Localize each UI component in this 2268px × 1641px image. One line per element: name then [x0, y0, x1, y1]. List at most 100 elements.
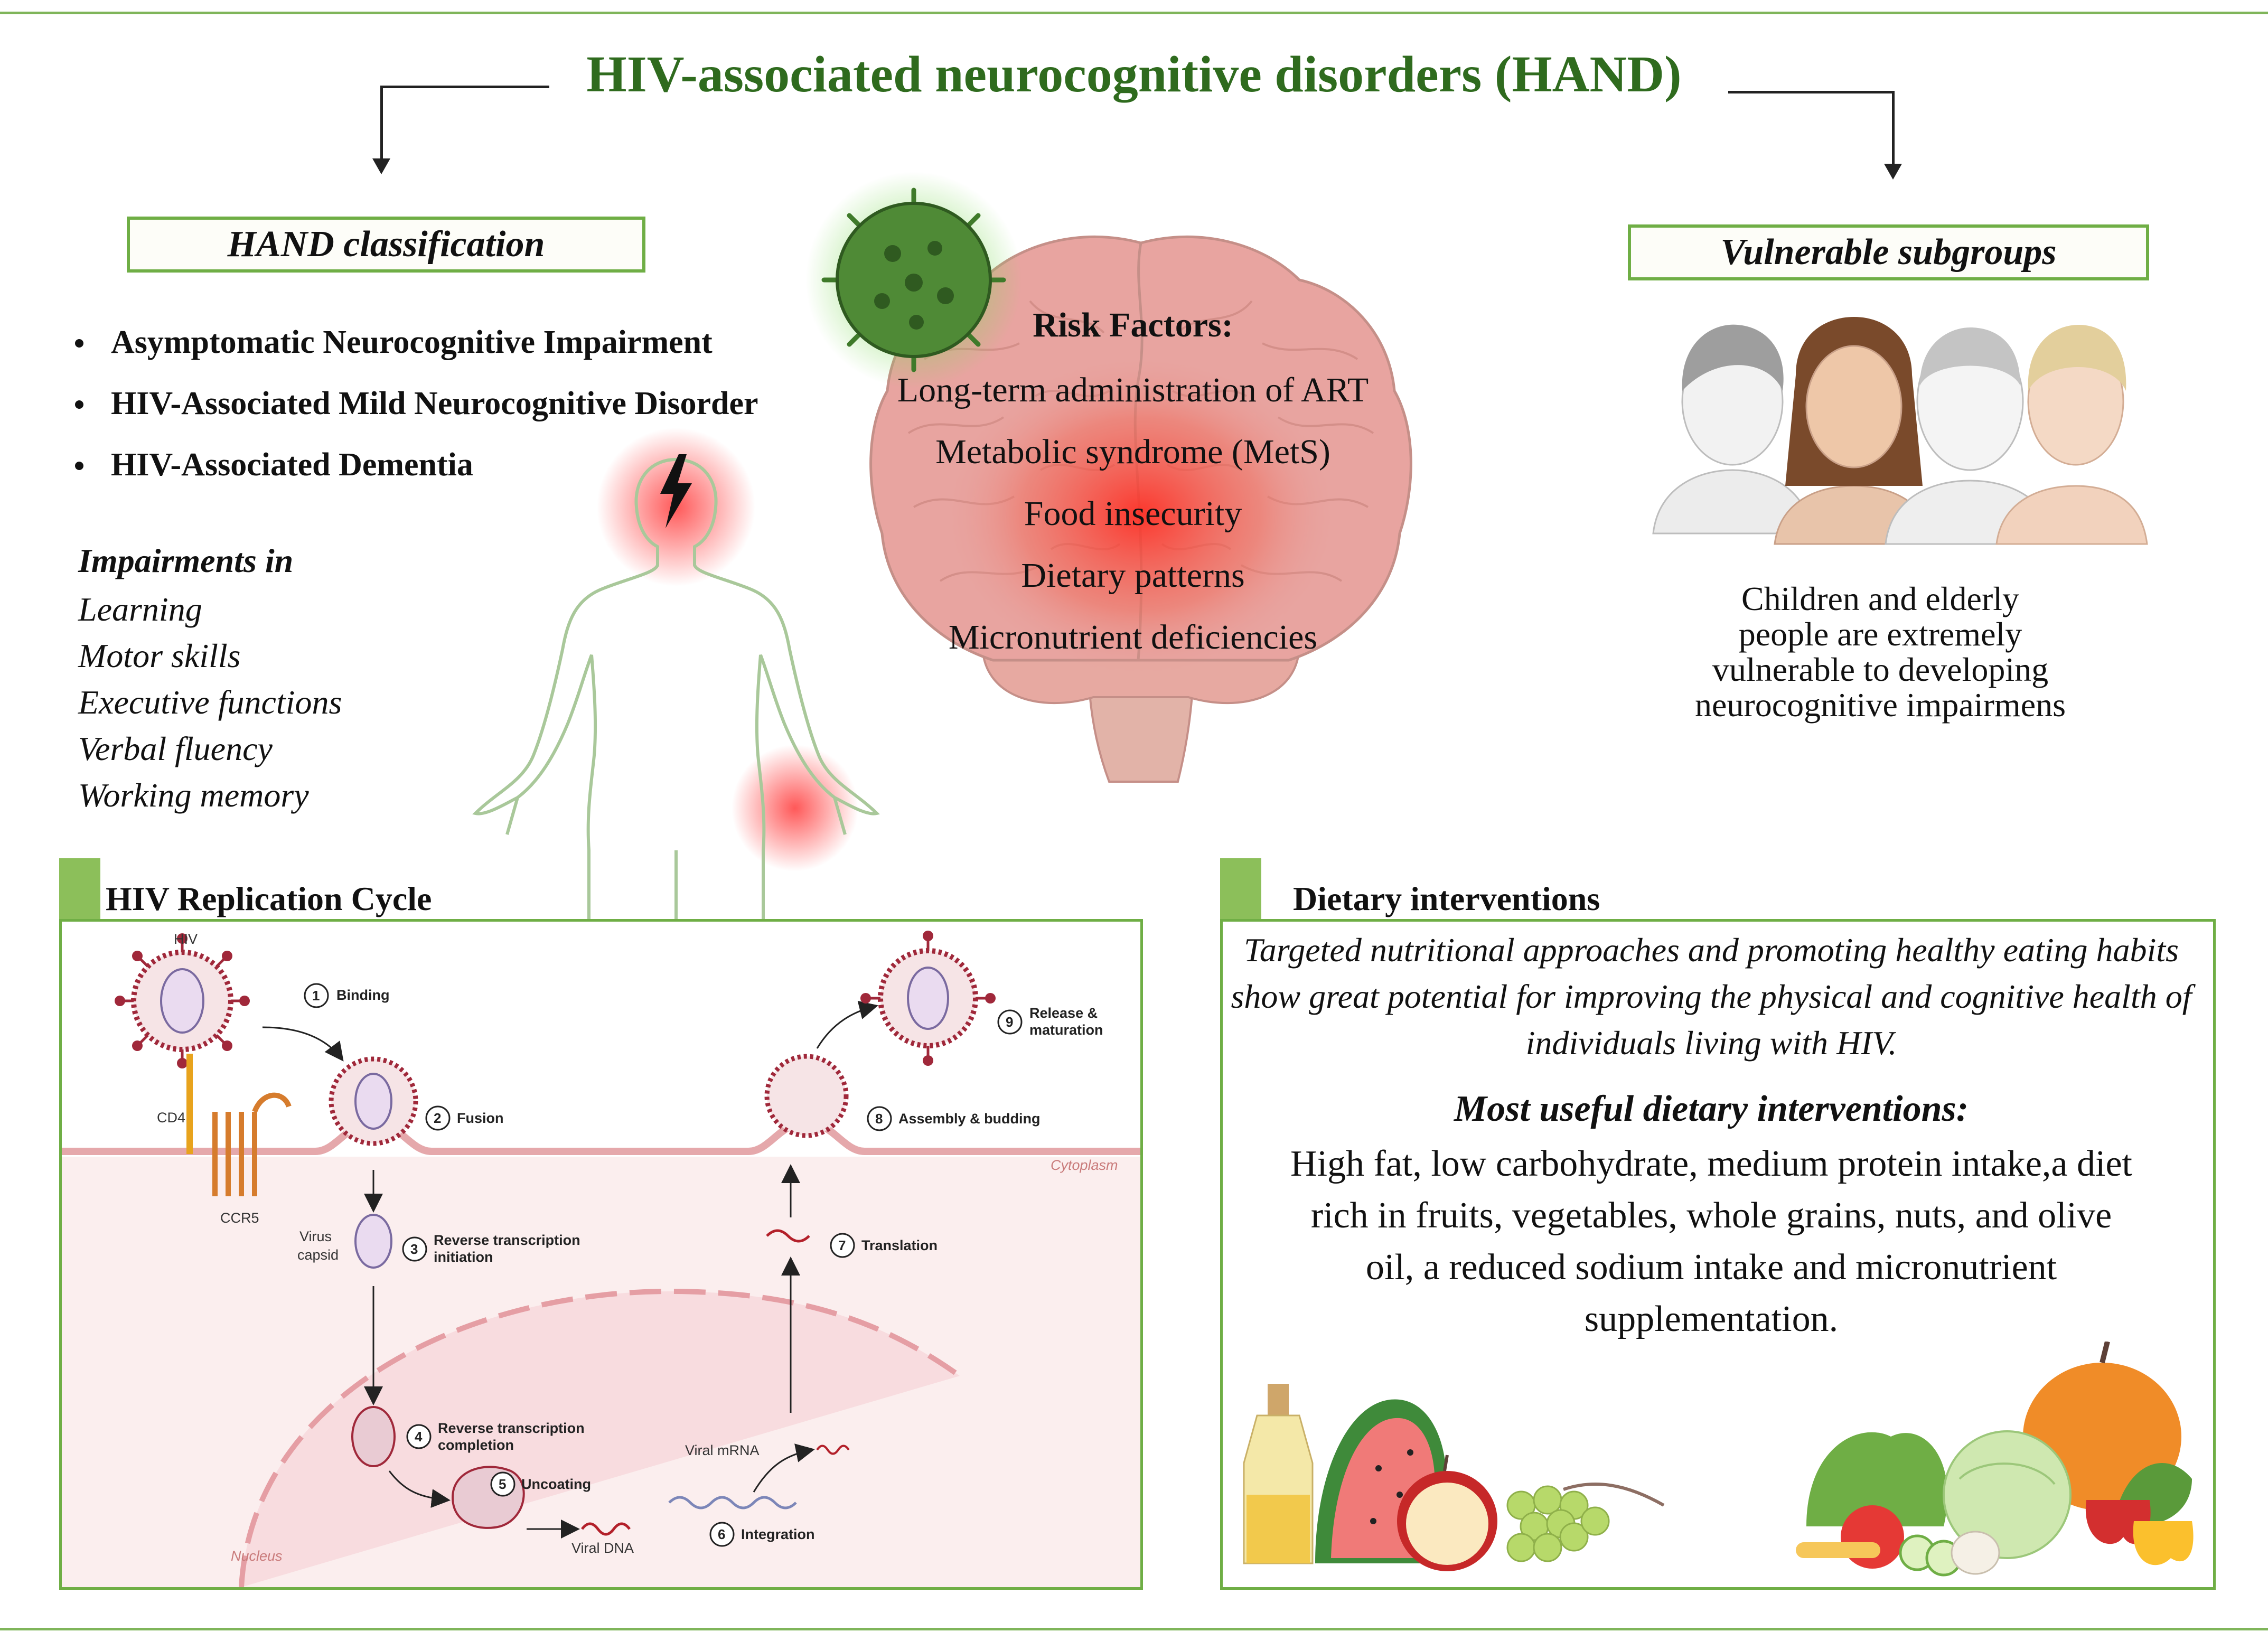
impairments-heading: Impairments in — [78, 542, 294, 579]
risk-item: Metabolic syndrome (MetS) — [935, 433, 1330, 471]
svg-text:Uncoating: Uncoating — [521, 1476, 591, 1492]
vulnerable-line: vulnerable to developing — [1712, 651, 2049, 688]
nucleus-label: Nucleus — [231, 1548, 283, 1564]
viral-dna-label: Viral DNA — [571, 1540, 634, 1556]
right-connector-v — [1892, 91, 1895, 165]
tomato — [1841, 1505, 1904, 1569]
impairments-list: Learning Motor skills Executive function… — [78, 586, 342, 819]
dietary-intro: Targeted nutritional approaches and prom… — [1231, 931, 2192, 1062]
svg-text:Translation: Translation — [861, 1237, 938, 1253]
mature-virion — [860, 931, 996, 1066]
elderly-woman-face — [1995, 325, 2148, 545]
dietary-subheading: Most useful dietary interventions: — [1454, 1089, 1969, 1129]
replication-panel: Cytoplasm Nucleus HIV CD4 CCR5 — [59, 919, 1143, 1590]
vegetables-illustration — [1796, 1342, 2194, 1577]
brain-illustration — [869, 235, 1412, 783]
impairment-item: Verbal fluency — [78, 730, 273, 767]
vulnerable-line: people are extremely — [1738, 615, 2022, 653]
svg-text:5: 5 — [499, 1476, 506, 1492]
step-9: 9 Release & maturation — [997, 1005, 1103, 1038]
svg-text:8: 8 — [875, 1111, 883, 1127]
viral-mrna — [816, 1445, 850, 1455]
svg-text:Reverse transcription: Reverse transcription — [438, 1420, 585, 1436]
viral-dna — [581, 1522, 631, 1536]
olive-oil-bottle — [1243, 1384, 1314, 1564]
capsid-label-1: Virus — [299, 1229, 332, 1244]
viral-mrna-label: Viral mRNA — [685, 1442, 760, 1458]
arrow-4-5 — [388, 1470, 451, 1508]
garlic — [1951, 1531, 2000, 1575]
left-connector-h — [380, 86, 549, 88]
body-outline-path — [472, 458, 880, 919]
left-arrowhead — [372, 158, 390, 174]
replication-tab — [59, 858, 100, 923]
step-6: 6 Integration — [709, 1522, 815, 1547]
svg-text:7: 7 — [838, 1237, 846, 1253]
brain-glow — [919, 317, 1363, 676]
svg-text:Integration: Integration — [741, 1526, 815, 1542]
budding-virion — [764, 1054, 849, 1138]
carrots — [1796, 1542, 1880, 1558]
risk-list: Long-term administration of ART Metaboli… — [824, 359, 1442, 668]
cd4-receptor — [186, 1054, 193, 1154]
arrow-1-2 — [262, 1026, 344, 1062]
uncoating-capsid — [451, 1466, 525, 1529]
translation-ribosome — [766, 1229, 810, 1243]
classification-item: HIV-Associated Dementia — [63, 434, 758, 495]
faces-illustration — [1652, 317, 2148, 545]
step-4: 4 Reverse transcription completion — [406, 1420, 585, 1453]
classification-item: HIV-Associated Mild Neurocognitive Disor… — [63, 373, 758, 434]
wrist-glow — [732, 745, 858, 871]
svg-text:Assembly & budding: Assembly & budding — [898, 1111, 1041, 1127]
classification-item: Asymptomatic Neurocognitive Impairment — [63, 312, 758, 373]
child-face — [1652, 324, 1813, 535]
svg-text:9: 9 — [1006, 1014, 1013, 1030]
replication-heading: HIV Replication Cycle — [106, 880, 432, 917]
svg-text:6: 6 — [718, 1526, 725, 1542]
vulnerable-description: Children and elderly people are extremel… — [1648, 581, 2113, 723]
step-1: 1 Binding — [304, 983, 389, 1008]
risk-heading: Risk Factors: — [1033, 306, 1233, 344]
impairment-item: Executive functions — [78, 683, 342, 721]
integrated-dna — [668, 1496, 797, 1509]
dietary-tab — [1220, 858, 1261, 923]
risk-item: Food insecurity — [1024, 494, 1242, 533]
top-border — [0, 12, 2268, 14]
page-title: HIV-associated neurocognitive disorders … — [586, 46, 1682, 103]
vulnerable-heading: Vulnerable subgroups — [1628, 224, 2149, 280]
ccr5-receptor — [212, 1092, 292, 1196]
svg-text:Reverse transcription: Reverse transcription — [434, 1232, 580, 1248]
cytoplasm-label: Cytoplasm — [1051, 1157, 1118, 1173]
svg-text:1: 1 — [312, 988, 320, 1004]
step-2: 2 Fusion — [425, 1105, 504, 1131]
right-connector-h — [1728, 91, 1895, 93]
step-7: 7 Translation — [830, 1233, 938, 1258]
bottom-border — [0, 1628, 2268, 1630]
step-8: 8 Assembly & budding — [867, 1106, 1041, 1131]
apple-half — [1397, 1455, 1497, 1571]
svg-text:4: 4 — [415, 1429, 423, 1445]
impairment-item: Motor skills — [78, 637, 241, 674]
fusing-virion — [329, 1056, 418, 1146]
bell-peppers — [2085, 1500, 2194, 1565]
impairment-item: Working memory — [78, 776, 309, 814]
classification-list: Asymptomatic Neurocognitive Impairment H… — [63, 312, 758, 495]
svg-text:Fusion: Fusion — [457, 1110, 504, 1126]
grapes — [1506, 1485, 1610, 1562]
hiv-label: HIV — [174, 931, 198, 947]
cell-membrane — [62, 1118, 1140, 1155]
lightning-icon — [660, 454, 692, 528]
fruits-illustration — [1243, 1384, 1665, 1571]
impairment-item: Learning — [78, 590, 202, 628]
classification-heading: HAND classification — [127, 217, 645, 273]
svg-text:3: 3 — [410, 1241, 418, 1257]
vulnerable-line: neurocognitive impairmens — [1694, 686, 2066, 724]
replication-diagram: Cytoplasm Nucleus HIV CD4 CCR5 — [62, 931, 1140, 1588]
step-3: 3 Reverse transcription initiation — [402, 1232, 580, 1265]
svg-text:2: 2 — [434, 1110, 441, 1126]
vulnerable-line: Children and elderly — [1741, 580, 2020, 617]
right-arrowhead — [1884, 164, 1902, 180]
risk-item: Micronutrient deficiencies — [948, 618, 1318, 657]
nuclear-envelope — [239, 1288, 961, 1588]
virus-icon — [805, 172, 1022, 388]
